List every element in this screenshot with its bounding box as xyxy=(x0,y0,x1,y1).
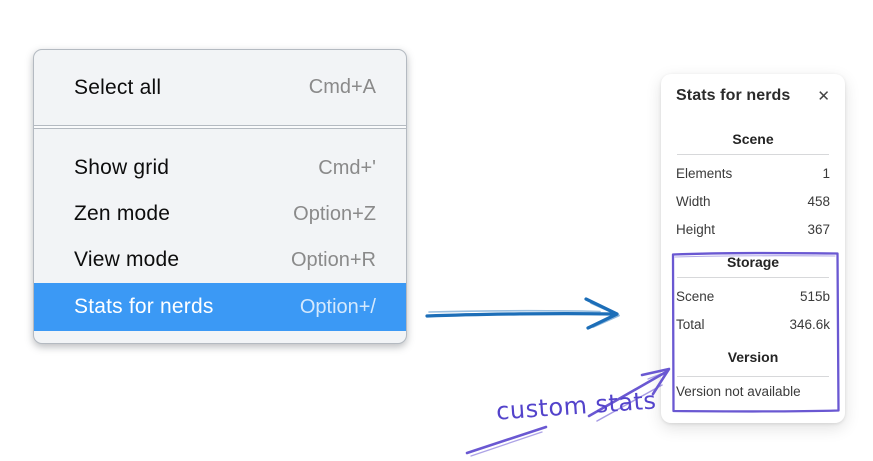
stats-row-height: Height 367 xyxy=(676,215,830,243)
menu-item-label: Stats for nerds xyxy=(74,295,214,318)
menu-item-shortcut: Option+Z xyxy=(293,202,376,225)
menu-item-show-grid[interactable]: Show grid Cmd+' xyxy=(34,145,406,191)
stats-panel-title: Stats for nerds xyxy=(676,87,791,104)
menu-item-label: Show grid xyxy=(74,156,170,179)
stats-panel-titlebar: Stats for nerds ✕ xyxy=(676,86,830,106)
menu-item-shortcut: Option+R xyxy=(290,248,376,271)
stat-label: Total xyxy=(676,316,705,332)
stats-row-width: Width 458 xyxy=(676,187,830,215)
menu-item-view-mode[interactable]: View mode Option+R xyxy=(34,237,406,283)
stats-section-header-version: Version xyxy=(727,349,779,365)
flow-arrow-icon xyxy=(425,297,620,330)
stats-section-header-scene: Scene xyxy=(732,131,774,147)
stat-value: 346.6k xyxy=(789,316,830,332)
stats-divider xyxy=(677,376,829,377)
stats-row-total: Total 346.6k xyxy=(676,310,830,338)
stat-label: Width xyxy=(676,193,711,209)
stat-label: Elements xyxy=(676,165,733,181)
version-note: Version not available xyxy=(676,384,801,399)
menu-item-shortcut: Cmd+A xyxy=(308,76,376,98)
stats-divider xyxy=(677,154,829,155)
menu-item-shortcut: Option+/ xyxy=(299,295,376,318)
annotation-label: custom stats xyxy=(495,386,658,426)
menu-item-label: View mode xyxy=(74,248,180,271)
stat-value: 515b xyxy=(799,288,830,304)
close-icon[interactable]: ✕ xyxy=(817,87,830,105)
menu-item-label: Zen mode xyxy=(74,202,171,225)
stat-value: 367 xyxy=(807,221,830,237)
stat-value: 458 xyxy=(807,193,830,209)
menu-item-zen-mode[interactable]: Zen mode Option+Z xyxy=(34,191,406,237)
menu-item-stats-for-nerds[interactable]: Stats for nerds Option+/ xyxy=(34,283,406,331)
stats-row-elements: Elements 1 xyxy=(676,159,830,187)
menu-item-select-all[interactable]: Select all Cmd+A xyxy=(34,50,406,125)
stat-value: 1 xyxy=(822,165,830,181)
stat-label: Scene xyxy=(676,288,715,304)
menu-item-shortcut: Cmd+' xyxy=(318,156,376,179)
stats-section-header-storage: Storage xyxy=(726,254,780,270)
stats-divider xyxy=(677,277,829,278)
stats-row-scene: Scene 515b xyxy=(676,282,830,310)
menu-divider xyxy=(34,125,406,129)
menu-item-label: Select all xyxy=(74,75,162,99)
stat-label: Height xyxy=(676,221,716,237)
